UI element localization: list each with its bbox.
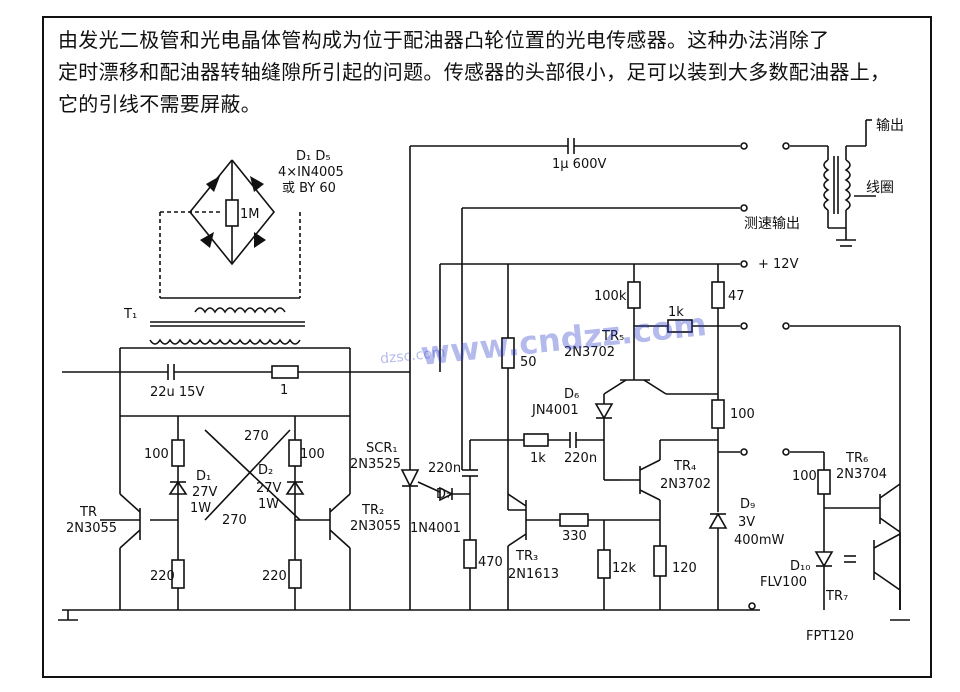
label-d2-w: 1W [258,497,279,512]
label-r100-tr6: 100 [792,469,817,484]
label-cap-1u: 1μ 600V [552,157,606,172]
label-d9-w: 400mW [734,533,784,548]
label-d6-part: JN4001 [531,403,579,418]
label-r100-a: 100 [144,447,169,462]
bridge-diodes [200,176,266,248]
label-r100-b: 100 [300,447,325,462]
label-r330: 330 [562,529,587,544]
label-scr: SCR₁ [366,441,398,456]
label-r270-a: 270 [244,429,269,444]
label-tr3-part: 2N1613 [508,567,559,582]
label-r220-a: 220 [150,569,175,584]
label-tr2-part: 2N3055 [350,519,401,534]
label-tacho-out: 测速输出 [744,216,800,232]
label-d7-part: 1N4001 [410,521,461,536]
label-r220-b: 220 [262,569,287,584]
diagram-frame [42,16,932,678]
wires [58,119,910,621]
label-tr3: TR₃ [515,549,538,564]
label-r270-b: 270 [222,513,247,528]
label-tr7-part: FPT120 [806,629,854,644]
label-r12k: 12k [612,561,637,576]
label-d10: D₁₀ [790,559,810,574]
label-d2-v: 27V [256,481,282,496]
label-d9-v: 3V [738,515,755,530]
label-tr2: TR₂ [361,503,384,518]
label-coil: 线圈 [866,180,894,196]
label-r50: 50 [520,355,537,370]
description-line-1: 由发光二极管和光电晶体管构成为位于配油器凸轮位置的光电传感器。这种办法消除了 [58,28,830,52]
label-out: 输出 [876,118,904,134]
description-line-3: 它的引线不需要屏蔽。 [58,92,261,116]
label-tr1: TR [79,505,97,520]
label-tr1-part: 2N3055 [66,521,117,536]
label-cap-220n-b: 220n [564,451,597,466]
label-d1-w: 1W [190,501,211,516]
label-12v: + 12V [758,257,799,272]
label-d1: D₁ [196,469,211,484]
label-r1k-top: 1k [668,305,684,320]
label-bridge-part: 4×IN4005 [278,165,344,180]
label-r100-right: 100 [730,407,755,422]
label-d7: D₇ [436,487,451,502]
label-tr6-part: 2N3704 [836,467,887,482]
label-d1-v: 27V [192,485,218,500]
label-d6: D₆ [564,387,579,402]
label-d9: D₉ [740,497,755,512]
label-tr6: TR₆ [845,451,868,466]
description-text: 由发光二极管和光电晶体管构成为位于配油器凸轮位置的光电传感器。这种办法消除了 定… [58,24,918,120]
description-line-2: 定时漂移和配油器转轴缝隙所引起的问题。传感器的头部很小，足可以装到大多数配油器上… [58,60,891,84]
label-r-1m: 1M [240,207,260,222]
label-cap-22u: 22u 15V [150,385,204,400]
resistor-1m [225,199,239,227]
label-tr7: TR₇ [825,589,848,604]
label-r1k-mid: 1k [530,451,546,466]
label-d1d5: D₁ D₅ [296,149,331,164]
label-t1: T₁ [123,307,137,322]
label-r-1: 1 [280,383,288,398]
label-cap-220n-a: 220n [428,461,461,476]
label-tr4: TR₄ [673,459,696,474]
label-tr5-part: 2N3702 [564,345,615,360]
label-d2: D₂ [258,463,273,478]
label-scr-part: 2N3525 [350,457,401,472]
label-d10-part: FLV100 [760,575,807,590]
label-r47: 47 [728,289,745,304]
label-tr5: TR₅ [601,329,624,344]
label-tr4-part: 2N3702 [660,477,711,492]
label-r100k: 100k [594,289,627,304]
label-r120: 120 [672,561,697,576]
label-bridge-alt: 或 BY 60 [282,181,336,196]
label-r470: 470 [478,555,503,570]
